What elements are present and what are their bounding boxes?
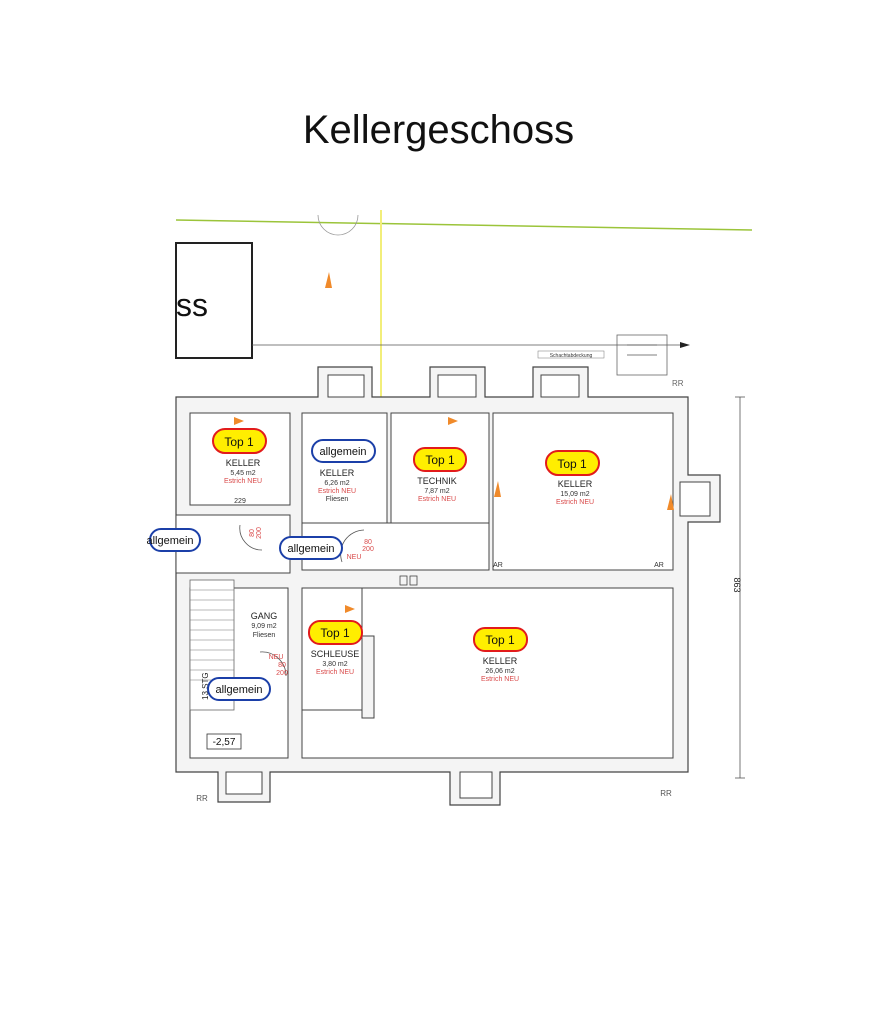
arrow-icon xyxy=(234,417,244,425)
room-area: 15,09 m2 xyxy=(560,491,589,498)
room-area: 5,45 m2 xyxy=(230,470,255,477)
tag-top1 xyxy=(473,627,528,652)
rr-mark: RR xyxy=(660,789,672,798)
arrow-icon xyxy=(667,494,674,510)
ar-mark: AR xyxy=(493,562,503,569)
room-note: Estrich NEU xyxy=(481,676,519,683)
tag-text: allgemein xyxy=(287,543,334,555)
room-note: Estrich NEU xyxy=(418,496,456,503)
room-floor: Fliesen xyxy=(326,496,349,503)
room-note: Estrich NEU xyxy=(556,499,594,506)
page-title: Kellergeschoss xyxy=(302,108,575,152)
room-note: Estrich NEU xyxy=(316,669,354,676)
arrow-icon xyxy=(448,417,458,425)
window-well xyxy=(225,771,263,795)
room-area: 6,26 m2 xyxy=(324,480,349,487)
room-name: TECHNIK xyxy=(417,476,457,486)
upper-floor-box xyxy=(175,242,253,359)
stair-label: 13 STG xyxy=(201,672,210,700)
upper-floor-text: ss xyxy=(176,287,208,323)
tag-allgemein xyxy=(207,677,271,701)
note-box xyxy=(537,350,605,359)
room-area: 7,87 m2 xyxy=(424,488,449,495)
tag-text: Top 1 xyxy=(485,633,515,647)
rr-mark: RR xyxy=(672,379,684,388)
window-well xyxy=(437,374,477,398)
room-name: KELLER xyxy=(558,479,593,489)
room-keller-2 xyxy=(301,412,388,524)
dimension-height: 863 xyxy=(732,577,742,592)
tag-top1 xyxy=(545,450,600,476)
door-width: 80 xyxy=(364,539,372,546)
level-box xyxy=(206,733,242,750)
tag-top1 xyxy=(212,428,267,454)
dimension-width: 229 xyxy=(234,498,246,505)
room-area: 3,80 m2 xyxy=(322,661,347,668)
door-swing xyxy=(259,651,287,677)
room-area: 26,06 m2 xyxy=(485,668,514,675)
tag-allgemein xyxy=(149,528,201,552)
note-top: Schachtabdeckung xyxy=(550,353,593,359)
door-note: NEU xyxy=(269,654,284,661)
tag-text: Top 1 xyxy=(557,457,587,471)
window-well xyxy=(327,374,365,398)
tag-text: allgemein xyxy=(215,684,262,696)
door-swing xyxy=(340,529,365,563)
grade-line xyxy=(175,219,753,231)
room-note: Estrich NEU xyxy=(224,478,262,485)
ar-mark: AR xyxy=(654,562,664,569)
door-note: NEU xyxy=(347,554,362,561)
door-height: 200 xyxy=(276,670,288,677)
tag-text: allgemein xyxy=(319,446,366,458)
entry-marker-icon xyxy=(325,272,332,288)
shaft xyxy=(616,334,668,376)
room-name: SCHLEUSE xyxy=(311,649,360,659)
room-name: KELLER xyxy=(483,656,518,666)
tag-top1 xyxy=(413,447,467,472)
door-width: 80 xyxy=(249,529,256,537)
tag-top1 xyxy=(308,620,363,645)
tag-text: allgemein xyxy=(146,535,193,547)
room-note: Estrich NEU xyxy=(318,488,356,495)
door-swing xyxy=(239,524,263,551)
room-keller-3 xyxy=(492,412,674,571)
door-height: 200 xyxy=(256,527,263,539)
tree-symbol xyxy=(317,214,359,236)
level-mark: -2,57 xyxy=(213,737,236,748)
room-name: KELLER xyxy=(226,458,261,468)
partition-wall xyxy=(361,635,375,719)
room-name: GANG xyxy=(251,611,278,621)
tag-allgemein xyxy=(279,536,343,560)
window-well xyxy=(540,374,580,398)
tag-text: Top 1 xyxy=(425,453,455,467)
arrow-icon xyxy=(345,605,355,613)
tag-allgemein xyxy=(311,439,376,463)
room-area: 9,09 m2 xyxy=(251,623,276,630)
window-well xyxy=(459,771,493,799)
arrow-icon xyxy=(680,342,690,348)
arrow-icon xyxy=(494,481,501,497)
tag-text: Top 1 xyxy=(320,626,350,640)
window-well xyxy=(679,481,711,517)
room-floor: Fliesen xyxy=(253,632,276,639)
door-width: 80 xyxy=(278,662,286,669)
door-height: 200 xyxy=(362,546,374,553)
tag-text: Top 1 xyxy=(224,435,254,449)
rr-mark: RR xyxy=(196,794,208,803)
room-name: KELLER xyxy=(320,468,355,478)
